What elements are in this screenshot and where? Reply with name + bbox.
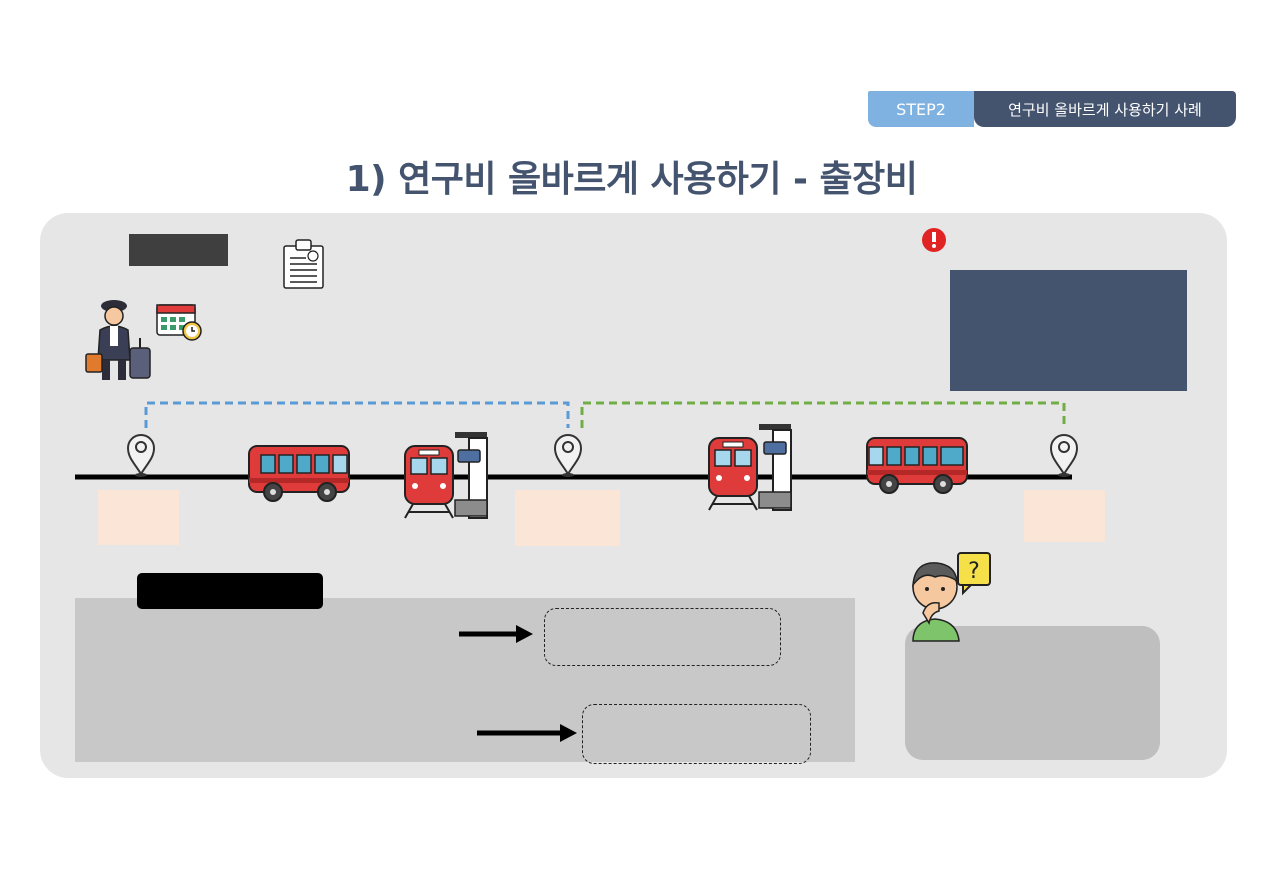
clipboard-document-icon: [283, 239, 324, 289]
step-badge: STEP2: [868, 91, 974, 127]
bus-icon: [866, 437, 968, 494]
bus-icon: [248, 445, 350, 502]
page-title: 1) 연구비 올바르게 사용하기 - 출장비: [345, 159, 918, 200]
location-pin-icon: [126, 434, 156, 477]
start-location-label: [98, 490, 179, 545]
location-pin-icon: [1049, 434, 1079, 477]
calendar-clock-icon: [156, 304, 202, 341]
train-station-icon: [708, 424, 792, 511]
result-box-1: [544, 608, 781, 666]
question-bubble: [905, 626, 1160, 760]
result-box-2: [582, 704, 811, 764]
step-title-badge: 연구비 올바르게 사용하기 사례: [974, 91, 1236, 127]
redacted-heading: [137, 573, 323, 609]
end-location-label: [1024, 490, 1105, 542]
svg-text:?: ?: [968, 559, 980, 584]
route-blue-dashed: [144, 401, 570, 428]
location-pin-icon: [553, 434, 583, 477]
train-station-icon: [404, 432, 488, 519]
redacted-label: [129, 234, 228, 266]
exclamation-alert-icon: [922, 228, 946, 252]
middle-location-label: [515, 490, 620, 546]
thinking-person-icon: ?: [912, 552, 991, 642]
calculation-area: [75, 598, 855, 762]
info-box: [950, 270, 1187, 391]
arrow-right-icon: [477, 724, 577, 742]
traveler-icon: [85, 300, 151, 380]
arrow-right-icon: [459, 625, 533, 643]
route-green-dashed: [580, 401, 1066, 428]
